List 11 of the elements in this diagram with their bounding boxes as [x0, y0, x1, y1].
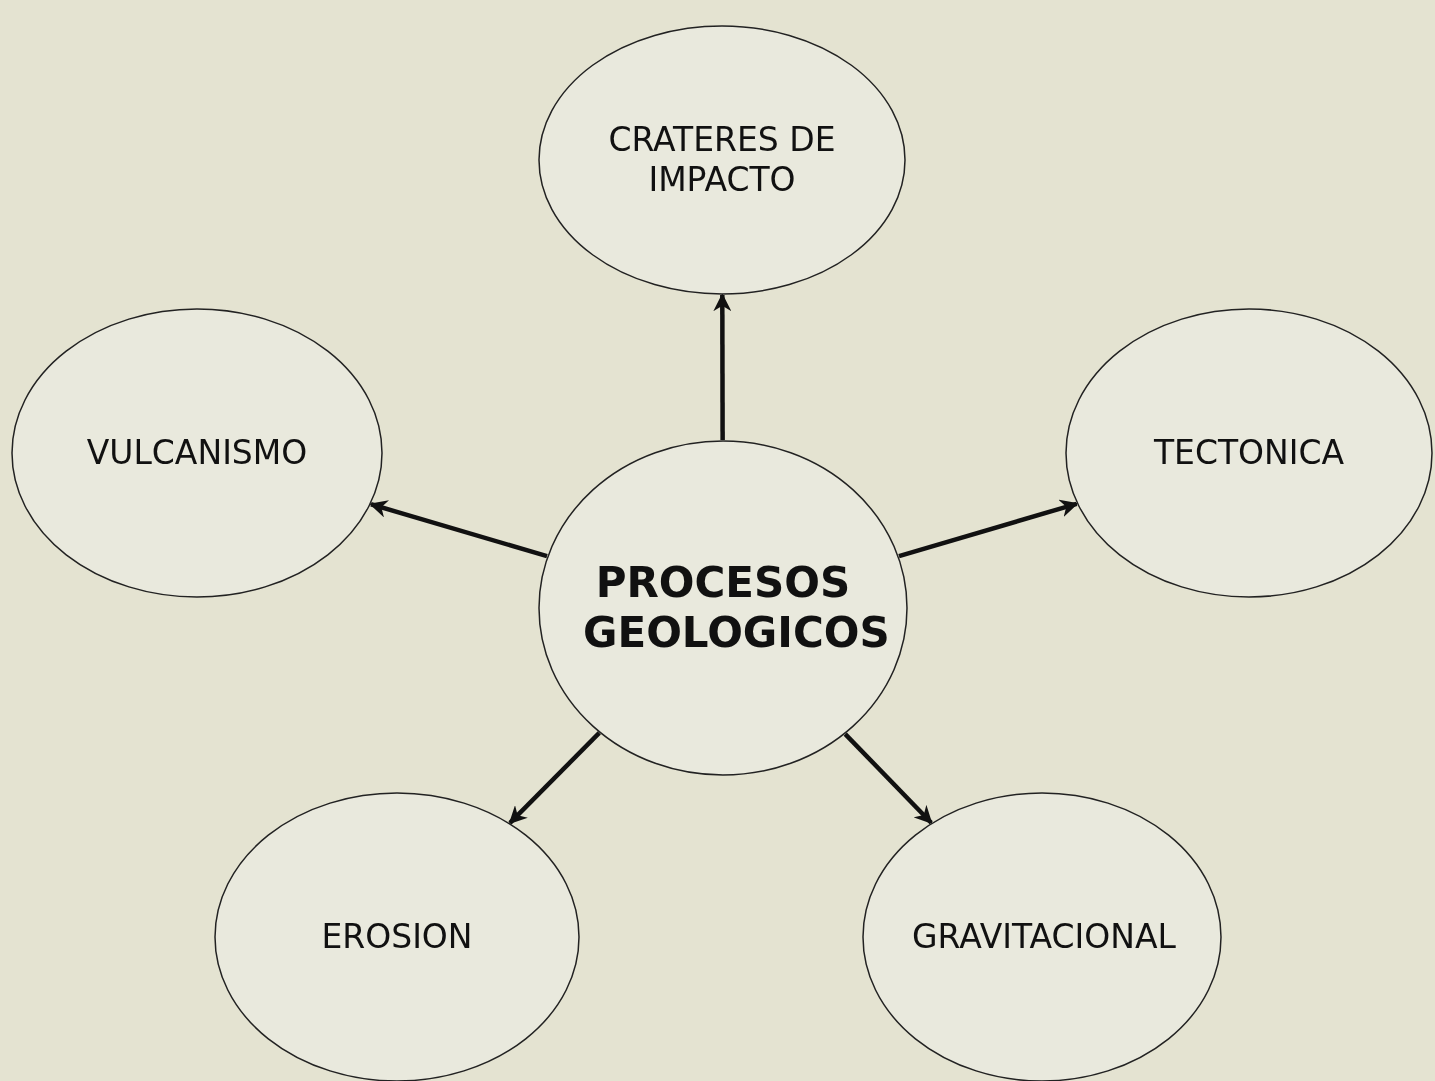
arrow — [369, 500, 548, 559]
arrow — [713, 293, 732, 440]
topic-label: VULCANISMO — [85, 433, 309, 473]
central-topic: PROCESOS GEOLOGICOS — [582, 557, 891, 659]
topic-label: TECTONICA — [1152, 433, 1346, 473]
arrow — [898, 499, 1079, 559]
topic-label: GRAVITACIONAL — [911, 917, 1177, 957]
arrow — [843, 732, 933, 825]
topic-label: EROSION — [320, 917, 474, 957]
arrow — [508, 731, 601, 825]
topic-label: CRATERES DE IMPACTO — [607, 120, 837, 200]
